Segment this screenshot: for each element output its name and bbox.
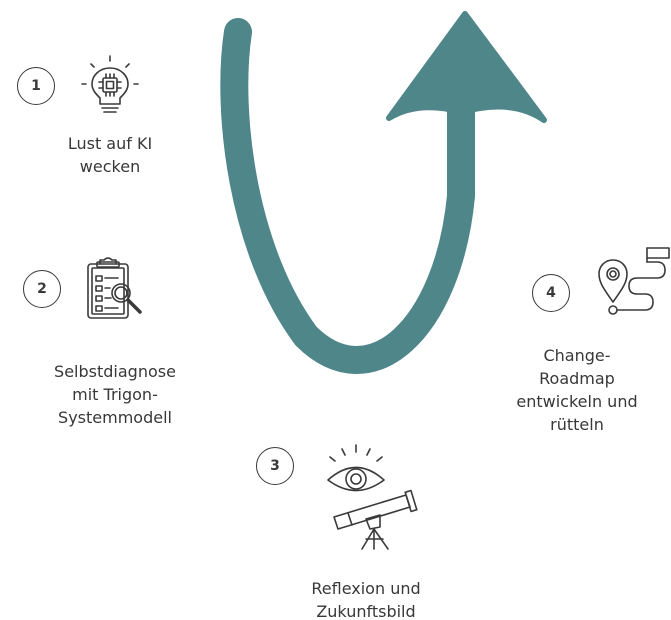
map-pin-route-icon — [598, 247, 670, 315]
u-turn-arrow-head — [386, 11, 547, 123]
step-4-number: 4 — [532, 274, 570, 312]
step-4-label: Change- Roadmap entwickeln und rütteln — [516, 346, 638, 434]
eye-telescope-icon — [327, 444, 418, 550]
step-2-label: Selbstdiagnose mit Trigon- Systemmodell — [54, 362, 176, 427]
u-turn-arrow-shaft — [220, 18, 475, 374]
step-3-label: Reflexion und Zukunftsbild — [311, 579, 421, 620]
step-3-number: 3 — [256, 447, 294, 485]
step-1-label: Lust auf KI wecken — [67, 134, 153, 176]
step-2-number: 2 — [23, 270, 61, 308]
step-1-number: 1 — [17, 67, 55, 105]
lightbulb-chip-icon — [81, 55, 139, 113]
clipboard-magnifier-icon — [87, 257, 142, 319]
